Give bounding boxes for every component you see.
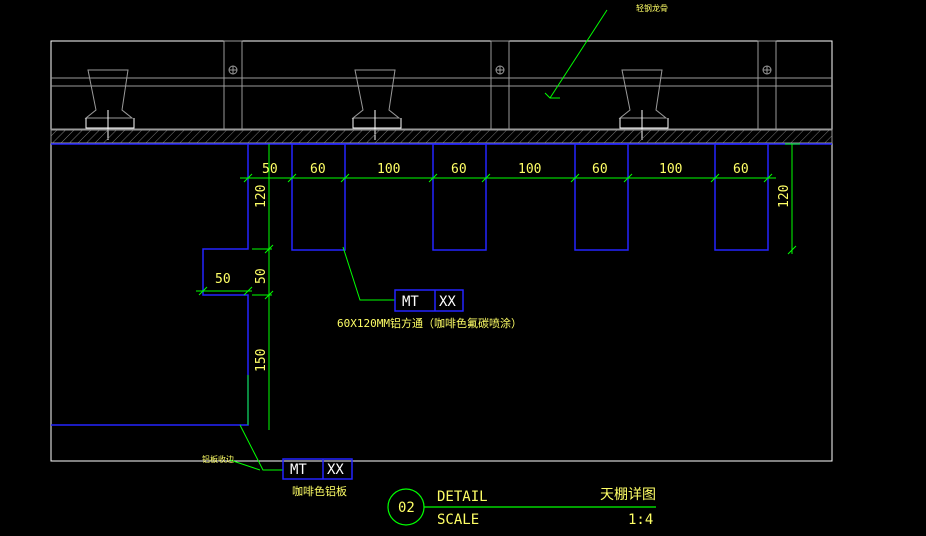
detail-title: 天棚详图 xyxy=(600,487,656,503)
dim-top-6: 100 xyxy=(659,162,682,177)
dim-top-3: 60 xyxy=(451,162,467,177)
detail-scale: 1:4 xyxy=(628,512,653,528)
board-note: 咖啡色铝板 xyxy=(292,484,347,498)
drawing-frame xyxy=(50,40,833,462)
dim-top-0: 50 xyxy=(262,162,278,177)
dim-left-lower: 150 xyxy=(254,349,269,372)
dim-left-upper: 120 xyxy=(254,185,269,208)
dim-top-4: 100 xyxy=(518,162,541,177)
dimension-lines xyxy=(196,9,800,471)
detail-number: 02 xyxy=(398,500,415,516)
board-tag-left: MT xyxy=(290,462,307,478)
detail-label: DETAIL xyxy=(437,489,488,505)
tube-note: 60X120MM铝方通（咖啡色氟碳喷涂） xyxy=(337,316,522,330)
ceiling-outline xyxy=(51,143,832,426)
dim-top-2: 100 xyxy=(377,162,400,177)
dim-right: 120 xyxy=(777,185,792,208)
dim-top-7: 60 xyxy=(733,162,749,177)
dim-top-1: 60 xyxy=(310,162,326,177)
structure-group xyxy=(51,40,832,130)
top-note: 轻钢龙骨 xyxy=(636,3,668,13)
dim-top-5: 60 xyxy=(592,162,608,177)
dim-step-height: 50 xyxy=(254,268,269,284)
scale-label: SCALE xyxy=(437,512,479,528)
tube-tag-box xyxy=(394,289,464,312)
dim-step-width: 50 xyxy=(215,272,231,287)
slab-hatch xyxy=(50,129,833,144)
board-tag-box xyxy=(282,458,353,480)
tube-tag-left: MT xyxy=(402,294,419,310)
board-tag-right: XX xyxy=(327,462,344,478)
tube-tag-right: XX xyxy=(439,294,456,310)
side-note: 铝板收边 xyxy=(202,454,234,464)
